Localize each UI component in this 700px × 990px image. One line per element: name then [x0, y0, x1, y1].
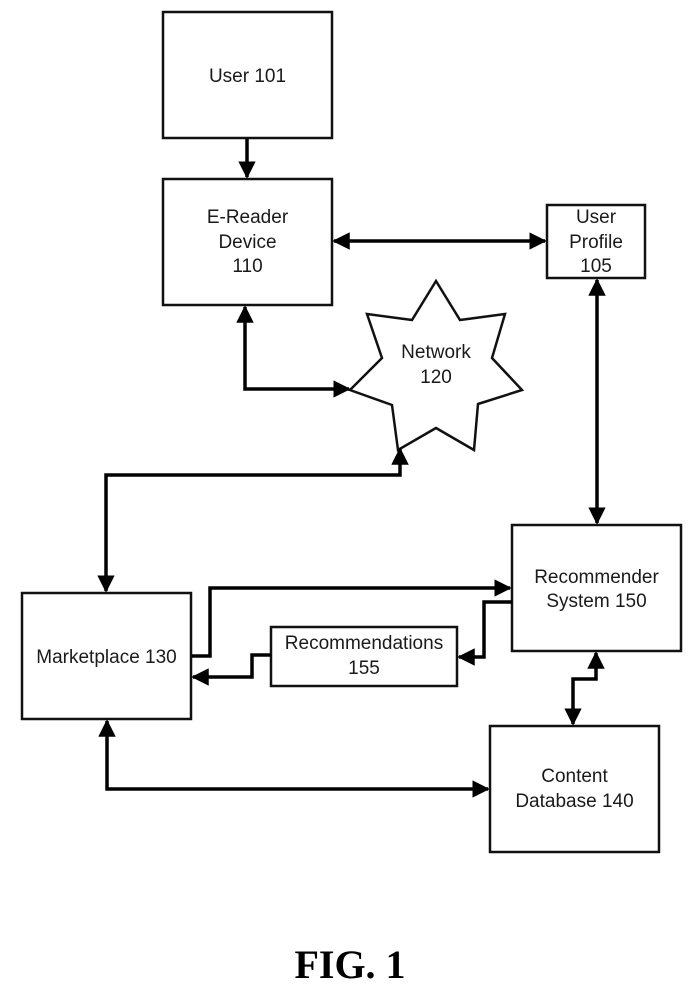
figure-caption: FIG. 1	[294, 942, 405, 987]
node-profile-label-line-3: 105	[580, 256, 612, 277]
node-network-label-line-1: Network	[401, 342, 471, 363]
node-recommender-system: Recommender System 150	[510, 523, 683, 653]
edge-recommender-database	[564, 651, 605, 726]
node-ereader-label-line-1: E-Reader	[207, 207, 289, 228]
node-recommender-label-line-1: Recommender	[534, 567, 659, 588]
node-recommender-label-line-2: System 150	[546, 591, 646, 612]
node-user-label-line-1: User 101	[209, 66, 286, 87]
node-recommendations: Recommendations 155	[269, 625, 459, 688]
node-user: User 101	[161, 10, 334, 140]
node-ereader-device: E-Reader Device 110	[161, 177, 334, 307]
node-database-label-line-1: Content	[541, 766, 608, 787]
node-profile-label-line-2: Profile	[569, 232, 623, 253]
node-content-database: Content Database 140	[488, 724, 661, 854]
edge-network-marketplace	[97, 447, 409, 593]
node-ereader-label-line-2: Device	[218, 232, 276, 253]
node-recommendations-label-line-2: 155	[348, 658, 380, 679]
edge-ereader-network	[236, 305, 351, 398]
node-recommendations-label-line-1: Recommendations	[285, 633, 443, 654]
node-database-label-line-2: Database 140	[515, 791, 633, 812]
edge-marketplace-to-recommender	[192, 579, 512, 658]
node-network: Network 120	[347, 278, 525, 453]
node-user-profile: User Profile 105	[545, 203, 647, 280]
edge-recommender-to-recommendations	[457, 600, 512, 666]
node-marketplace-label-line-1: Marketplace 130	[36, 647, 176, 668]
node-marketplace: Marketplace 130	[20, 591, 193, 721]
edge-marketplace-database	[98, 719, 490, 798]
node-ereader-label-line-3: 110	[232, 256, 262, 277]
node-profile-label-line-1: User	[576, 207, 617, 228]
node-network-label-line-2: 120	[420, 367, 452, 388]
edge-recommendations-to-marketplace	[191, 653, 271, 686]
